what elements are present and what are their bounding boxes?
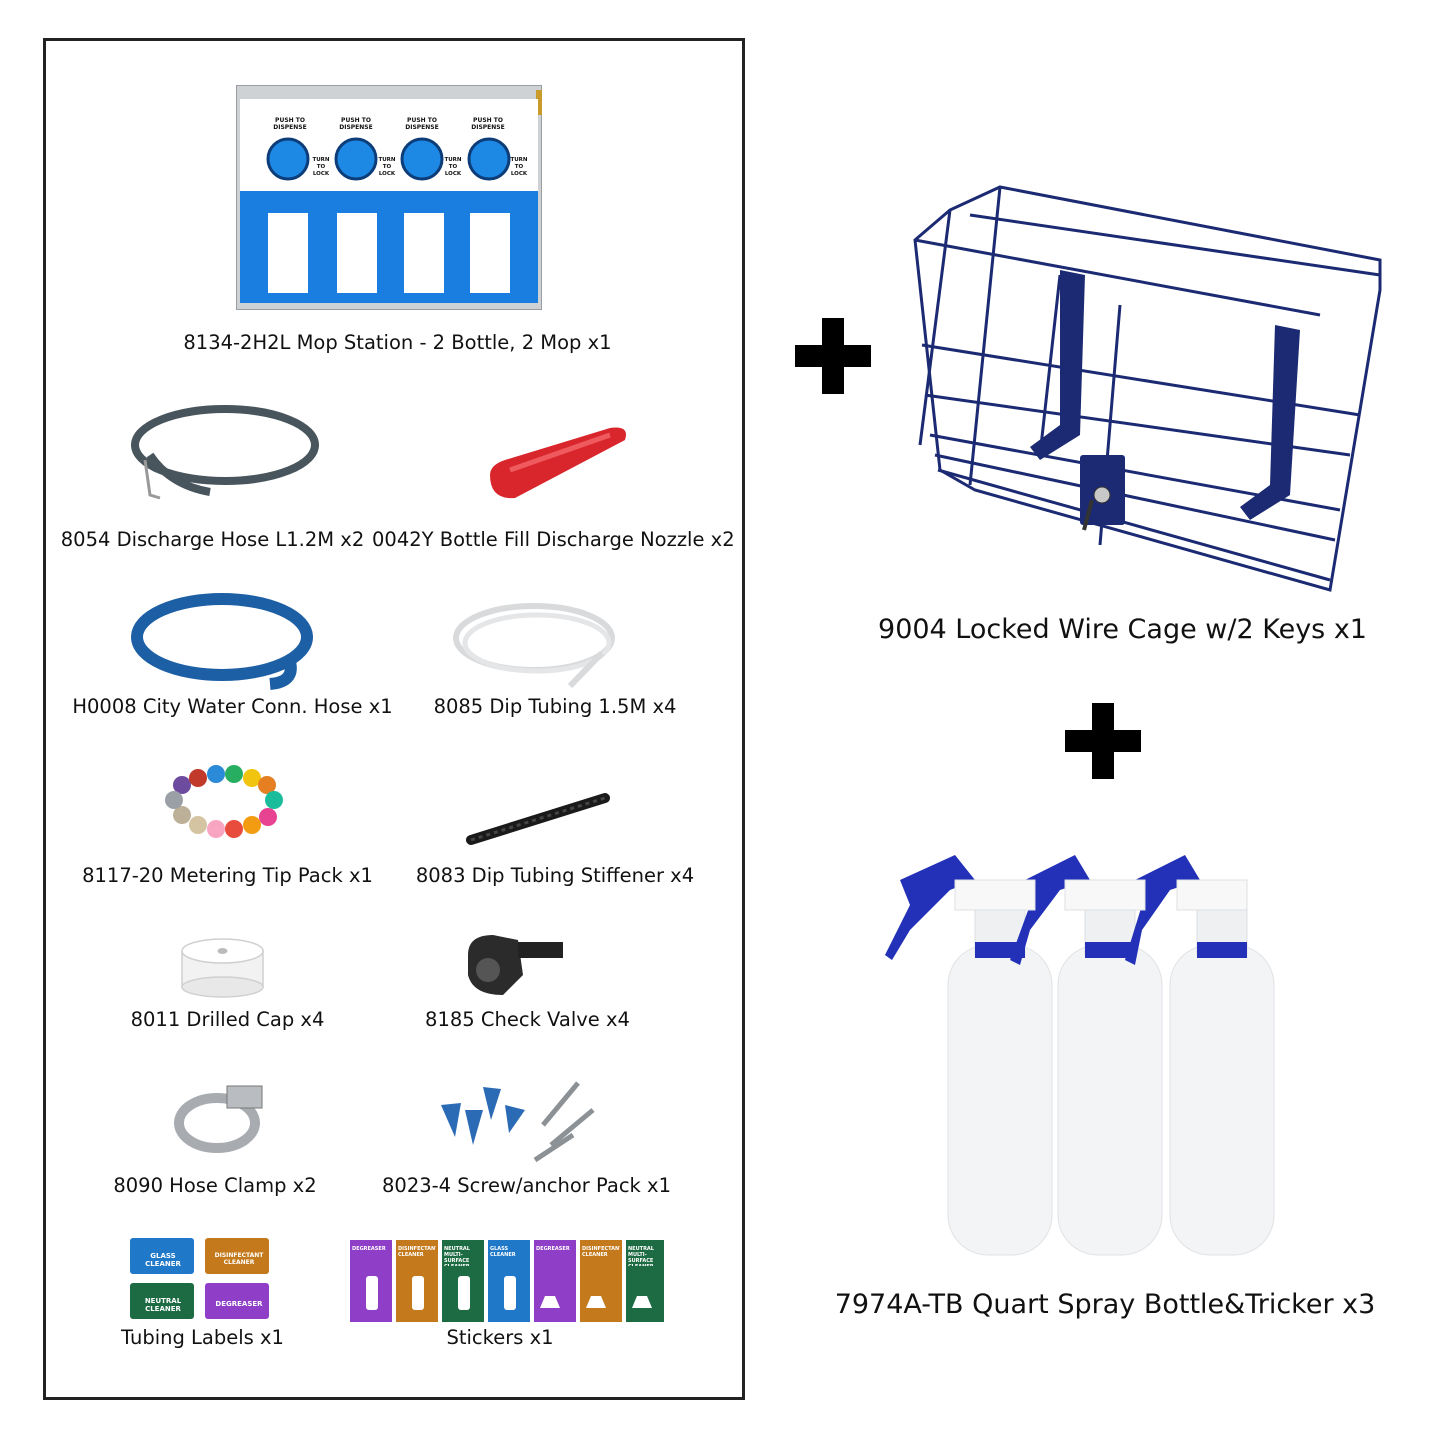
push-label-3: PUSH TO DISPENSE xyxy=(405,117,439,131)
part-caption-7: 8011 Drilled Cap x4 xyxy=(130,1008,325,1031)
sticker-text: DISINFECTANT CLEANER xyxy=(398,1246,436,1258)
lock-label-2: TURN TO LOCK xyxy=(378,157,396,177)
mop-station-caption: 8134-2H2L Mop Station - 2 Bottle, 2 Mop … xyxy=(183,331,612,354)
sticker-text: DEGREASER xyxy=(536,1246,570,1252)
part-caption-3: H0008 City Water Conn. Hose x1 xyxy=(72,695,393,718)
part-caption-10: 8023-4 Screw/anchor Pack x1 xyxy=(382,1174,671,1197)
plus-icon xyxy=(1065,703,1141,779)
push-label-4: PUSH TO DISPENSE xyxy=(471,117,505,131)
wire-cage-caption: 9004 Locked Wire Cage w/2 Keys x1 xyxy=(878,614,1367,645)
sticker-card xyxy=(626,1240,664,1322)
city-water-hose-image xyxy=(130,592,320,692)
nozzle-image xyxy=(480,420,635,510)
part-caption-8: 8185 Check Valve x4 xyxy=(425,1008,630,1031)
part-caption-9: 8090 Hose Clamp x2 xyxy=(113,1174,317,1197)
tubing-label-tag xyxy=(130,1238,194,1274)
lock-label-3: TURN TO LOCK xyxy=(444,157,462,177)
tubing-label-tag xyxy=(130,1283,194,1319)
part-caption-2: 0042Y Bottle Fill Discharge Nozzle x2 xyxy=(372,528,735,551)
discharge-hose-image xyxy=(130,400,325,510)
tubing-label-text: DEGREASER xyxy=(215,1300,263,1308)
tubing-label-text: GLASS CLEANER xyxy=(145,1252,181,1268)
lock-label-4: TURN TO LOCK xyxy=(510,157,528,177)
dip-tubing-image xyxy=(452,598,622,693)
part-caption-5: 8117-20 Metering Tip Pack x1 xyxy=(82,864,373,887)
part-caption-1: 8054 Discharge Hose L1.2M x2 xyxy=(60,528,365,551)
tubing-label-tag xyxy=(205,1283,269,1319)
mop-station-image xyxy=(235,84,548,311)
spray-bottles-image xyxy=(880,850,1300,1260)
part-caption-4: 8085 Dip Tubing 1.5M x4 xyxy=(433,695,677,718)
sticker-bottle-art xyxy=(350,1268,664,1318)
sticker-text: GLASS CLEANER xyxy=(490,1246,516,1258)
plus-icon xyxy=(795,318,871,394)
spray-bottles-caption: 7974A-TB Quart Spray Bottle&Tricker x3 xyxy=(834,1289,1376,1320)
push-label-2: PUSH TO DISPENSE xyxy=(339,117,373,131)
tubing-label-text: NEUTRAL CLEANER xyxy=(144,1297,182,1313)
screw-anchor-image xyxy=(433,1075,603,1165)
stiffener-image xyxy=(465,788,610,848)
drilled-cap-image xyxy=(180,937,265,999)
check-valve-image xyxy=(463,930,573,1000)
sticker-text: NEUTRAL MULTI-SURFACE CLEANER xyxy=(628,1246,654,1266)
sticker-text: NEUTRAL MULTI-SURFACE CLEANER xyxy=(444,1246,470,1266)
tubing-label-text: DISINFECTANT CLEANER xyxy=(214,1252,264,1266)
sticker-text: DEGREASER xyxy=(352,1246,386,1252)
hose-clamp-image xyxy=(172,1078,267,1158)
sticker-card xyxy=(534,1240,576,1322)
metering-tips-image xyxy=(162,765,286,840)
tubing-label-tag xyxy=(205,1238,269,1274)
push-label-1: PUSH TO DISPENSE xyxy=(273,117,307,131)
part-caption-11: Tubing Labels x1 xyxy=(121,1326,284,1349)
lock-label-1: TURN TO LOCK xyxy=(312,157,330,177)
sticker-card xyxy=(580,1240,622,1322)
wire-cage-image xyxy=(910,185,1388,595)
part-caption-6: 8083 Dip Tubing Stiffener x4 xyxy=(415,864,695,887)
sticker-text: DISINFECTANT CLEANER xyxy=(582,1246,620,1258)
part-caption-12: Stickers x1 xyxy=(446,1326,554,1349)
